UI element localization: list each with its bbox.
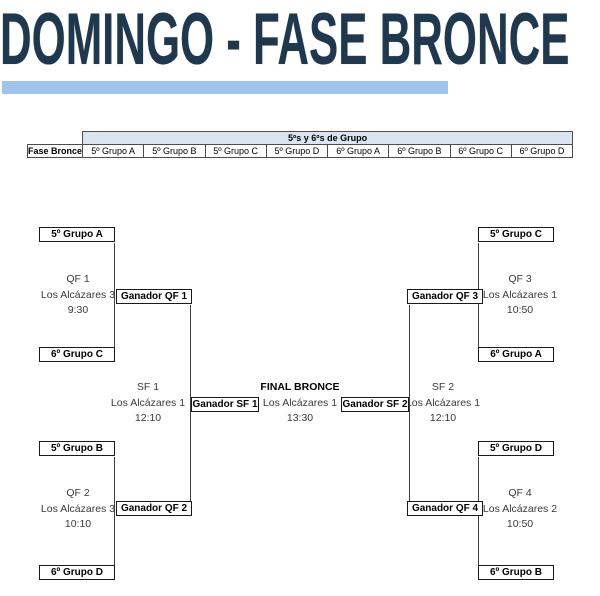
match-time: 13:30 — [286, 412, 314, 424]
sf1-info: SF 1 Los Alcázares 1 12:10 — [100, 380, 196, 427]
match-venue: Los Alcázares 2 — [482, 502, 558, 515]
winner-box-qf1: Ganador QF 1 — [116, 289, 192, 304]
groups-header-cell: 5ºs y 6ºs de Grupo — [81, 131, 574, 145]
winner-box-qf3: Ganador QF 3 — [407, 289, 483, 304]
group-cell: 6º Grupo D — [510, 144, 574, 158]
groups-table-data-row: Fase Bronce 5º Grupo A 5º Grupo B 5º Gru… — [27, 144, 574, 158]
group-cell: 5º Grupo C — [204, 144, 267, 158]
qf3-info: QF 3 Los Alcázares 1 10:50 — [472, 272, 568, 319]
match-venue: Los Alcázares 3 — [40, 288, 116, 301]
page-title: DOMINGO - FASE BRONCE — [0, 0, 570, 80]
winner-box-qf4: Ganador QF 4 — [407, 501, 483, 516]
group-cell: 6º Grupo C — [449, 144, 512, 158]
match-time: 10:10 — [64, 518, 92, 530]
bracket-line-qf1 — [114, 243, 116, 347]
groups-table-header-row: 5ºs y 6ºs de Grupo — [27, 131, 574, 145]
match-id: QF 1 — [66, 273, 90, 285]
match-venue: Los Alcázares 1 — [110, 396, 186, 409]
winner-box-qf2: Ganador QF 2 — [116, 501, 192, 516]
group-cell: 6º Grupo A — [326, 144, 390, 158]
match-venue: Los Alcázares 1 — [405, 396, 481, 409]
group-cell: 5º Grupo B — [143, 144, 206, 158]
final-info: FINAL BRONCE Los Alcázares 1 13:30 — [252, 380, 348, 427]
fase-bronce-label-cell: Fase Bronce — [27, 144, 83, 158]
empty-corner-cell — [27, 131, 83, 145]
groups-table: 5ºs y 6ºs de Grupo Fase Bronce 5º Grupo … — [27, 131, 574, 158]
bracket-line-sf2 — [409, 305, 411, 501]
title-underline-bar — [2, 81, 448, 94]
match-time: 9:30 — [67, 304, 89, 316]
match-time: 10:50 — [506, 518, 534, 530]
match-venue: Los Alcázares 3 — [40, 502, 116, 515]
qf4-info: QF 4 Los Alcázares 2 10:50 — [472, 486, 568, 533]
team-box-6-grupo-d: 6º Grupo D — [39, 565, 115, 580]
team-box-5-grupo-a: 5º Grupo A — [39, 227, 115, 242]
team-box-5-grupo-b: 5º Grupo B — [39, 441, 115, 456]
team-box-6-grupo-b: 6º Grupo B — [478, 565, 554, 580]
group-cell: 5º Grupo D — [265, 144, 329, 158]
sf2-info: SF 2 Los Alcázares 1 12:10 — [395, 380, 491, 427]
bracket-line-sf1 — [190, 305, 192, 501]
winner-box-sf2: Ganador SF 2 — [341, 397, 409, 412]
match-id: SF 1 — [136, 381, 160, 393]
team-box-6-grupo-a: 6º Grupo A — [478, 347, 554, 362]
group-cell: 5º Grupo A — [81, 144, 145, 158]
bracket-line-qf2 — [114, 457, 116, 565]
final-title: FINAL BRONCE — [260, 381, 340, 393]
match-venue: Los Alcázares 1 — [262, 396, 338, 409]
match-id: QF 3 — [508, 273, 532, 285]
match-time: 12:10 — [429, 412, 457, 424]
group-cell: 6º Grupo B — [388, 144, 451, 158]
match-time: 10:50 — [506, 304, 534, 316]
qf2-info: QF 2 Los Alcázares 3 10:10 — [30, 486, 126, 533]
team-box-6-grupo-c: 6º Grupo C — [39, 347, 115, 362]
match-time: 12:10 — [134, 412, 162, 424]
match-id: QF 2 — [66, 487, 90, 499]
winner-box-sf1: Ganador SF 1 — [191, 397, 259, 412]
team-box-5-grupo-d: 5º Grupo D — [478, 441, 554, 456]
team-box-5-grupo-c: 5º Grupo C — [478, 227, 554, 242]
match-id: SF 2 — [431, 381, 455, 393]
match-id: QF 4 — [508, 487, 532, 499]
match-venue: Los Alcázares 1 — [482, 288, 558, 301]
qf1-info: QF 1 Los Alcázares 3 9:30 — [30, 272, 126, 319]
